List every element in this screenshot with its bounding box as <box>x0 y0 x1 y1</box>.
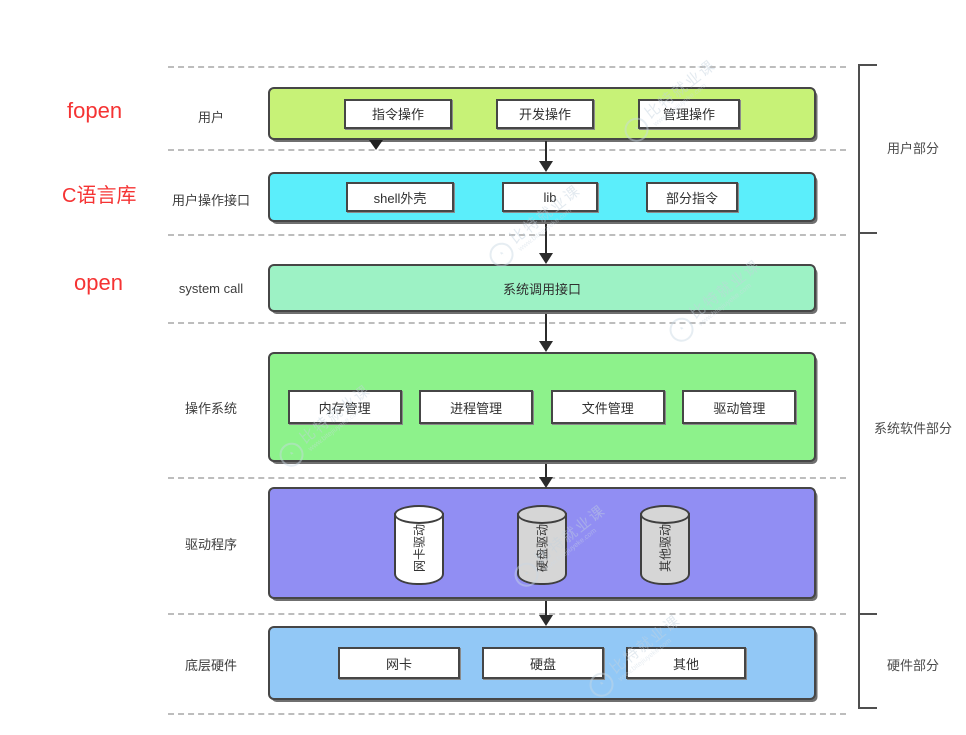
dashed-separator-7 <box>168 713 846 715</box>
section-label-hardware-part: 硬件部分 <box>886 658 939 673</box>
item-dev-operation: 开发操作 <box>496 98 594 129</box>
section-label-user-part: 用户部分 <box>886 141 939 156</box>
flow-arrow-1-line <box>545 141 547 162</box>
layer-box-drivers: 网卡驱动 硬盘驱动 其他驱动 <box>268 487 816 599</box>
item-lib: lib <box>502 182 598 212</box>
row-label-user: 用户 <box>197 110 224 125</box>
dashed-separator-2 <box>168 149 846 151</box>
flow-arrow-5-head-icon <box>539 615 553 626</box>
bracket-tick-bottom <box>858 707 877 709</box>
flow-arrow-4-head-icon <box>539 477 553 488</box>
flow-arrow-2-head-icon <box>539 253 553 264</box>
row-label-user-interface: 用户操作接口 <box>171 193 250 208</box>
cylinder-disk-driver: 硬盘驱动 <box>517 505 567 587</box>
watermark-logo-icon: ◔ <box>664 312 699 347</box>
item-process-mgmt: 进程管理 <box>419 390 534 424</box>
cylinder-nic-driver: 网卡驱动 <box>394 505 444 587</box>
item-memory-mgmt: 内存管理 <box>287 390 402 424</box>
item-partial-commands: 部分指令 <box>646 182 738 212</box>
bracket-tick-top <box>858 64 877 66</box>
flow-arrow-5-line <box>545 601 547 616</box>
item-other: 其他 <box>626 647 746 679</box>
bracket-tick-user-system <box>858 232 877 234</box>
layer-box-os: 内存管理 进程管理 文件管理 驱动管理 <box>268 352 816 462</box>
annotation-fopen: fopen <box>67 98 123 123</box>
flow-arrow-1-head-icon <box>539 161 553 172</box>
flow-arrow-3-line <box>545 314 547 342</box>
cylinder-other-driver: 其他驱动 <box>640 505 690 587</box>
dashed-separator-1 <box>168 66 846 68</box>
cylinder-other-driver-label: 其他驱动 <box>658 524 673 573</box>
section-label-system-software-part: 系统软件部分 <box>873 421 952 436</box>
flow-arrow-3-head-icon <box>539 341 553 352</box>
layer-box-system-call: 系统调用接口 <box>268 264 816 312</box>
item-mgmt-operation: 管理操作 <box>638 98 740 129</box>
row-label-hardware: 底层硬件 <box>184 658 237 673</box>
row-label-system-call: system call <box>178 281 244 296</box>
layer-box-user-interface: shell外壳 lib 部分指令 <box>268 172 816 222</box>
item-shell: shell外壳 <box>346 182 454 212</box>
flow-arrow-4-line <box>545 464 547 478</box>
dashed-separator-3 <box>168 234 846 236</box>
annotation-c-library: C语言库 <box>62 185 137 207</box>
item-file-mgmt: 文件管理 <box>550 390 665 424</box>
dashed-separator-4 <box>168 322 846 324</box>
small-arrow-icon <box>369 140 383 150</box>
layer-box-user: 指令操作 开发操作 管理操作 <box>268 87 816 140</box>
dashed-separator-6 <box>168 613 846 615</box>
syscall-interface-label: 系统调用接口 <box>502 281 581 297</box>
bracket-tick-system-hardware <box>858 613 877 615</box>
item-nic: 网卡 <box>338 647 460 679</box>
row-label-driver: 驱动程序 <box>184 537 237 552</box>
row-label-os: 操作系统 <box>184 401 237 416</box>
item-driver-mgmt: 驱动管理 <box>682 390 797 424</box>
cylinder-nic-driver-label: 网卡驱动 <box>412 524 427 573</box>
layer-box-hardware: 网卡 硬盘 其他 <box>268 626 816 700</box>
item-disk: 硬盘 <box>482 647 604 679</box>
dashed-separator-5 <box>168 477 846 479</box>
bracket-line <box>858 64 860 709</box>
annotation-open: open <box>74 270 123 295</box>
flow-arrow-2-line <box>545 224 547 254</box>
item-command-operation: 指令操作 <box>344 98 452 129</box>
cylinder-disk-driver-label: 硬盘驱动 <box>535 524 550 573</box>
